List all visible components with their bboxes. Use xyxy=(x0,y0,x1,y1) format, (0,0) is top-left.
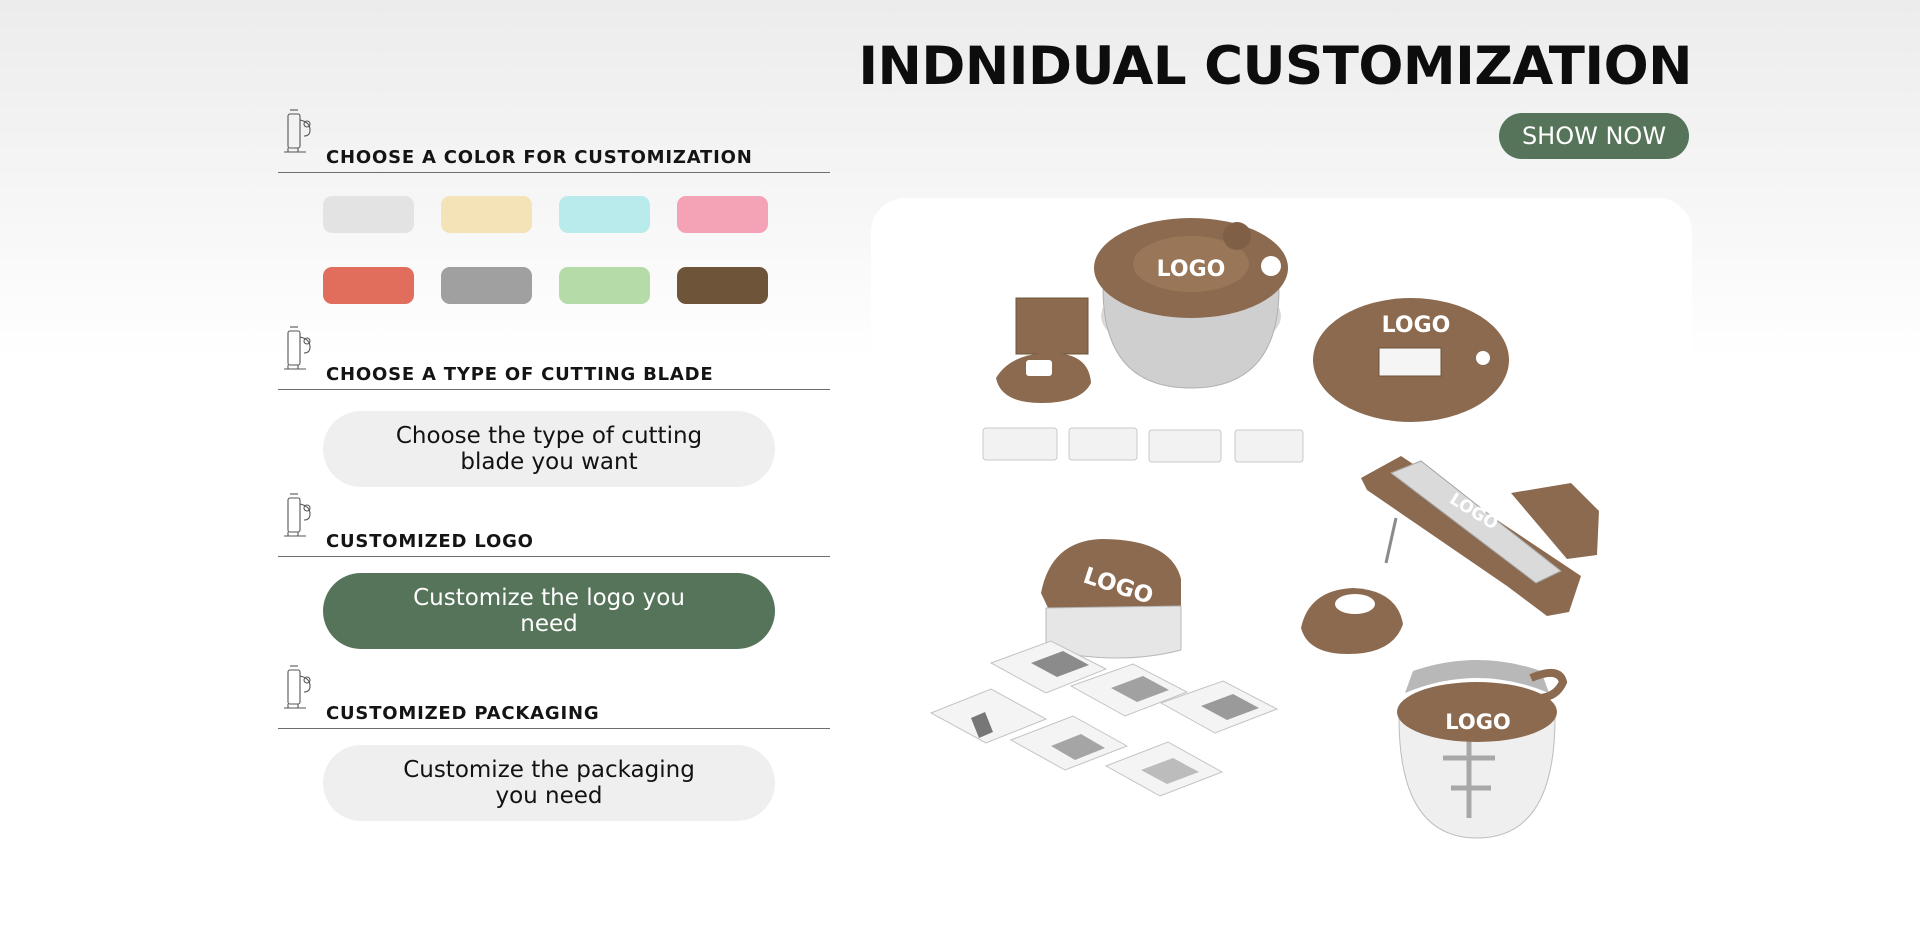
section-label: CHOOSE A COLOR FOR CUSTOMIZATION xyxy=(326,147,753,168)
customize-logo-button[interactable]: Customize the logo you need xyxy=(323,573,775,649)
color-swatch-brown[interactable] xyxy=(677,267,768,304)
color-swatch-aqua[interactable] xyxy=(559,196,650,233)
lid-plate: LOGO xyxy=(1313,298,1509,422)
mandoline-slicer: LOGO xyxy=(1301,456,1599,654)
grater-icon xyxy=(284,493,311,537)
button-label: Customize the packaging you need xyxy=(403,757,695,809)
color-swatch-coral[interactable] xyxy=(323,267,414,304)
section-divider xyxy=(278,172,830,173)
section-label: CUSTOMIZED PACKAGING xyxy=(326,703,600,724)
section-divider xyxy=(278,556,830,557)
section-header-packaging: CUSTOMIZED PACKAGING xyxy=(278,664,830,729)
color-swatch-pink[interactable] xyxy=(677,196,768,233)
choose-blade-button[interactable]: Choose the type of cutting blade you wan… xyxy=(323,411,775,487)
pull-chopper: LOGO xyxy=(1397,660,1568,839)
logo-mark: LOGO xyxy=(1157,257,1226,282)
page-title: INDNIDUAL CUSTOMIZATION xyxy=(858,36,1692,97)
section-header-blade: CHOOSE A TYPE OF CUTTING BLADE xyxy=(278,325,830,390)
grater-icon xyxy=(284,326,311,370)
section-label: CUSTOMIZED LOGO xyxy=(326,531,534,552)
logo-mark: LOGO xyxy=(1445,710,1511,734)
section-label: CHOOSE A TYPE OF CUTTING BLADE xyxy=(326,364,714,385)
section-header-logo: CUSTOMIZED LOGO xyxy=(278,492,830,557)
color-swatch-gray[interactable] xyxy=(441,267,532,304)
product-image-panel: LOGO LOGO LOGO xyxy=(871,198,1692,850)
salad-spinner: LOGO xyxy=(1094,218,1288,389)
logo-mark: LOGO xyxy=(1382,313,1451,338)
section-divider xyxy=(278,728,830,729)
color-swatch-cream[interactable] xyxy=(441,196,532,233)
vegetable-chopper: LOGO xyxy=(929,539,1279,797)
color-swatch-light-gray[interactable] xyxy=(323,196,414,233)
section-header-color: CHOOSE A COLOR FOR CUSTOMIZATION xyxy=(278,108,830,173)
grater-icon xyxy=(284,665,311,709)
section-divider xyxy=(278,389,830,390)
show-now-button[interactable]: SHOW NOW xyxy=(1499,113,1689,159)
product-illustration: LOGO LOGO LOGO xyxy=(929,218,1599,839)
customize-packaging-button[interactable]: Customize the packaging you need xyxy=(323,745,775,821)
grater-icon xyxy=(284,109,311,153)
button-label: Customize the logo you need xyxy=(413,585,685,637)
color-swatch-green[interactable] xyxy=(559,267,650,304)
button-label: Choose the type of cutting blade you wan… xyxy=(395,423,703,475)
